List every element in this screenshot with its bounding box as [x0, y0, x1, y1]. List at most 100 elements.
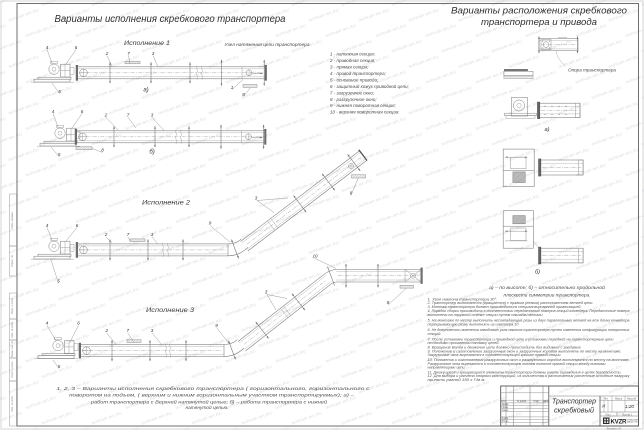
svg-text:Дата: Дата	[543, 401, 549, 403]
svg-text:5: 5	[57, 278, 60, 283]
svg-text:5 - основание привода;: 5 - основание привода;	[330, 77, 379, 82]
svg-text:5: 5	[58, 364, 61, 369]
svg-text:поворотом на подъем, ( верхни: поворотом на подъем, ( верхним и нижним …	[69, 393, 355, 398]
svg-text:транспортера и привода: транспортера и привода	[481, 17, 597, 27]
svg-text:а): а)	[545, 127, 550, 133]
svg-text:скребковый: скребковый	[554, 406, 595, 415]
svg-text:Подп. и дата: Подп. и дата	[10, 361, 14, 378]
svg-text:8: 8	[350, 190, 353, 195]
svg-text:Разраб.: Разраб.	[502, 404, 509, 406]
svg-text:2. Транспортер выполняется (в: 2. Транспортер выполняется (вращается) с…	[426, 301, 593, 305]
svg-text:ЗАВОД СТМ: ЗАВОД СТМ	[627, 421, 638, 424]
svg-text:7: 7	[127, 232, 130, 237]
svg-text:Лист: Лист	[605, 413, 611, 416]
svg-text:7: 7	[127, 51, 130, 56]
svg-text:плоскости симметрии транспорте: плоскости симметрии транспортера.	[504, 292, 591, 297]
svg-text:Инв. № подл.: Инв. № подл.	[10, 395, 14, 411]
svg-text:3: 3	[255, 196, 258, 201]
svg-text:Варианты исполнения скребковог: Варианты исполнения скребкового транспор…	[55, 13, 286, 25]
svg-text:б): б)	[149, 149, 154, 155]
svg-text:4: 4	[46, 223, 49, 228]
svg-text:б): б)	[535, 270, 540, 276]
svg-text:№ докум.: № докум.	[517, 400, 527, 403]
svg-text:Листов 1: Листов 1	[622, 413, 633, 416]
svg-text:Исполнение 1: Исполнение 1	[124, 40, 170, 47]
svg-text:Масса: Масса	[615, 397, 623, 400]
svg-text:Инв. № дубл.: Инв. № дубл.	[10, 321, 14, 337]
svg-text:5. На монтаже по месту выполн: 5. На монтаже по месту выполнить несовпа…	[428, 319, 630, 323]
svg-text:2: 2	[105, 51, 109, 56]
svg-text:12. Для выбора и расчета опор: 12. Для выбора и расчета опорных констру…	[428, 374, 630, 378]
svg-text:1, 2, 3 – Варианты исполнения: 1, 2, 3 – Варианты исполнения скребковог…	[57, 386, 371, 391]
svg-text:1:20: 1:20	[625, 404, 634, 409]
svg-text:4: 4	[52, 109, 55, 114]
svg-text:8: 8	[387, 300, 390, 305]
svg-text:4: 4	[46, 45, 49, 50]
svg-text:Исполнение 3: Исполнение 3	[146, 307, 195, 314]
svg-text:3: 3	[151, 232, 154, 237]
svg-text:10 - верхняя поворотная сек: 10 - верхняя поворотная секция.	[330, 110, 400, 115]
svg-text:Справ. №: Справ. №	[10, 255, 14, 267]
svg-text:Исполнение 2: Исполнение 2	[142, 200, 191, 207]
svg-text:5: 5	[58, 89, 61, 94]
svg-text:3. Монтаж транспортера должен: 3. Монтаж транспортера должен производит…	[428, 305, 582, 309]
svg-text:1. Угол наклона транспортера: 1. Угол наклона транспортера 30°.	[428, 297, 498, 301]
svg-text:10: 10	[312, 254, 318, 259]
svg-text:3: 3	[151, 328, 154, 333]
svg-text:5: 5	[58, 152, 61, 157]
svg-text:Подп. и дата: Подп. и дата	[10, 297, 14, 314]
svg-text:направляющими цепи.: направляющими цепи.	[428, 366, 466, 370]
svg-text:9 - нижняя поворотная секци: 9 - нижняя поворотная секция;	[330, 103, 397, 108]
svg-text:4. Порядок сборки производить: 4. Порядок сборки производить в соответс…	[428, 309, 630, 313]
svg-text:10. Положения и изготовления: 10. Положения и изготовления разгрузочны…	[428, 358, 630, 362]
svg-text:8: 8	[101, 148, 104, 153]
svg-text:а): а)	[143, 88, 148, 94]
svg-text:секций.: секций.	[428, 332, 442, 336]
svg-text:работ транспортера с Верхней н: работ транспортера с Верхней натянутой ц…	[90, 399, 328, 404]
svg-text:Загрузочные окна вырезаются в: Загрузочные окна вырезаются в соответств…	[428, 353, 562, 357]
svg-text:2: 2	[105, 328, 109, 333]
svg-text:2: 2	[104, 113, 108, 118]
svg-text:Разгрузочные окна вырезаются в: Разгрузочные окна вырезаются в соответст…	[428, 362, 606, 366]
svg-text:Н.контр.: Н.контр.	[502, 418, 509, 420]
svg-text:3: 3	[265, 290, 268, 295]
svg-text:а) – по высоте; б) – относит: а) – по высоте; б) – относительно продол…	[489, 284, 605, 290]
svg-text:Узел натяжения цепи транспорте: Узел натяжения цепи транспортера	[225, 42, 311, 47]
svg-text:Перв. примен.: Перв. примен.	[10, 211, 14, 229]
svg-text:принять равной 150 х Г/м м.: принять равной 150 х Г/м м.	[428, 378, 486, 382]
svg-text:Пров.: Пров.	[502, 407, 509, 409]
svg-text:Утв.: Утв.	[502, 421, 510, 423]
svg-text:9. Положение и изготовление за: 9. Положение и изготовление загрузочных …	[428, 349, 622, 353]
svg-text:необходимо произвести натяжку: необходимо произвести натяжку цепей.	[428, 341, 500, 345]
svg-text:6: 6	[77, 321, 80, 326]
svg-text:И: И	[602, 404, 605, 409]
svg-text:8. Вращение Валов и движение: 8. Вращение Валов и движение цепи должно…	[428, 345, 582, 349]
svg-text:11. Движущиеся и вращающиеся: 11. Движущиеся и вращающиеся элементы тр…	[428, 370, 622, 374]
svg-text:tezhkath-teh.RU: tezhkath-teh.RU	[641, 0, 644, 7]
svg-text:6: 6	[75, 45, 78, 50]
svg-text:7: 7	[127, 328, 130, 333]
svg-text:Формат А1: Формат А1	[607, 426, 622, 430]
svg-text:KVZR: KVZR	[611, 418, 627, 425]
svg-text:Подп.: Подп.	[534, 401, 540, 403]
svg-text:2: 2	[104, 232, 108, 237]
svg-text:6: 6	[81, 109, 84, 114]
svg-text:Варианты расположения скребков: Варианты расположения скребкового	[451, 6, 627, 16]
svg-text:Масштаб: Масштаб	[627, 397, 637, 400]
svg-text:Т.контр.: Т.контр.	[502, 410, 509, 412]
svg-text:3 - прямая секция;: 3 - прямая секция;	[330, 65, 369, 70]
svg-text:1 - натяжная секция;: 1 - натяжная секция;	[330, 52, 376, 57]
svg-text:выполнены на наружной стенке с: выполнены на наружной стенке секции путе…	[428, 313, 544, 317]
svg-text:Транспортер: Транспортер	[552, 397, 596, 406]
svg-text:3: 3	[152, 51, 155, 56]
svg-text:9: 9	[215, 323, 218, 328]
svg-text:4 - привод транспортера;: 4 - привод транспортера;	[330, 71, 387, 76]
svg-text:перекрывающую резку выполнить: перекрывающую резку выполнить из швеллер…	[428, 323, 520, 327]
svg-text:2 - приводная секция;: 2 - приводная секция;	[329, 58, 376, 63]
svg-text:7 - загрузочное окно;: 7 - загрузочное окно;	[330, 90, 375, 95]
svg-text:Опора транспортера: Опора транспортера	[568, 68, 617, 73]
svg-text:1: 1	[231, 85, 234, 90]
svg-text:8 - разгрузочное окно;: 8 - разгрузочное окно;	[330, 97, 377, 102]
svg-text:КУЗНЕЦКИЙ: КУЗНЕЦКИЙ	[627, 418, 639, 421]
svg-text:Изм.Лист: Изм.Лист	[501, 401, 507, 403]
